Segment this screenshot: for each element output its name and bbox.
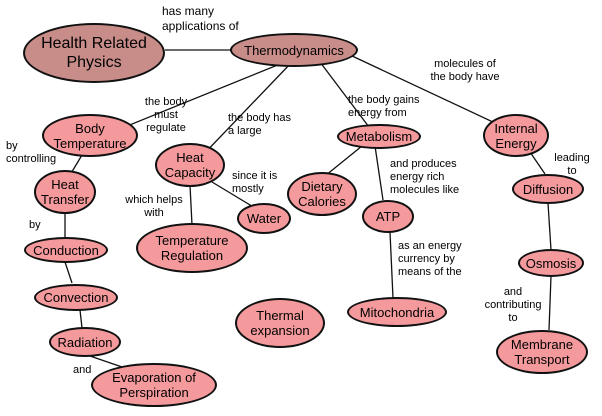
line-osmosis-membrane	[548, 275, 552, 331]
node-diffusion: Diffusion	[512, 174, 584, 204]
node-atp: ATP	[362, 200, 414, 233]
link-label-has-many-applications: has many applications of	[162, 4, 239, 33]
node-thermodynamics: Thermodynamics	[230, 33, 358, 67]
line-thermo-bodytemp	[104, 59, 291, 136]
node-internal-energy: Internal Energy	[483, 114, 549, 157]
link-label-and: and	[73, 364, 92, 376]
line-heatcap-water	[211, 181, 256, 209]
line-internal-diffusion	[529, 151, 546, 175]
line-thermo-internal	[349, 54, 511, 131]
line-thermo-heatcap	[199, 61, 293, 159]
line-thermo-metabolism	[319, 61, 376, 136]
line-atp-mitochondria	[389, 231, 394, 299]
link-label-energy-currency: as an energy currency by means of the	[398, 240, 462, 278]
node-membrane-transport: Membrane Transport	[496, 330, 588, 374]
node-temperature-regulation: Temperature Regulation	[136, 223, 248, 273]
line-convection-radiation	[79, 309, 83, 329]
node-heat-transfer: Heat Transfer	[34, 170, 96, 214]
node-osmosis: Osmosis	[518, 249, 584, 277]
link-label-produces-atp: and produces energy rich molecules like	[390, 158, 460, 196]
node-evaporation-of-perspiration: Evaporation of Perspiration	[91, 363, 217, 407]
node-conduction: Conduction	[24, 237, 108, 263]
node-mitochondria: Mitochondria	[347, 297, 447, 327]
link-label-which-helps-with: which helps with	[125, 194, 183, 219]
node-health-related-physics: Health Related Physics	[23, 23, 165, 83]
link-label-by-controlling: by controlling	[6, 140, 57, 165]
line-heatcap-tempreg	[189, 184, 193, 226]
link-label-and-contributing-to: and contributing to	[484, 286, 542, 324]
link-label-body-must-regulate: the body must regulate	[144, 96, 188, 134]
link-label-leading-to: leading to	[554, 152, 590, 177]
link-label-since-mostly: since it is mostly	[232, 170, 278, 195]
link-label-body-gains-energy: the body gains energy from	[348, 94, 420, 119]
line-diffusion-osmosis	[547, 202, 552, 251]
node-body-temperature: Body Temperature	[42, 114, 138, 157]
link-label-body-has-large: the body has a large	[228, 112, 291, 137]
node-radiation: Radiation	[49, 327, 121, 357]
link-label-by: by	[29, 219, 41, 231]
node-heat-capacity: Heat Capacity	[155, 143, 225, 187]
node-dietary-calories: Dietary Calories	[287, 172, 357, 216]
node-convection: Convection	[34, 284, 118, 311]
node-metabolism: Metabolism	[337, 124, 421, 149]
link-label-molecules-have: molecules of the body have	[430, 58, 500, 83]
node-thermal-expansion: Thermal expansion	[235, 298, 325, 348]
node-water: Water	[237, 203, 291, 234]
line-metabolism-atp	[374, 145, 384, 201]
line-conduction-convection	[64, 261, 73, 284]
